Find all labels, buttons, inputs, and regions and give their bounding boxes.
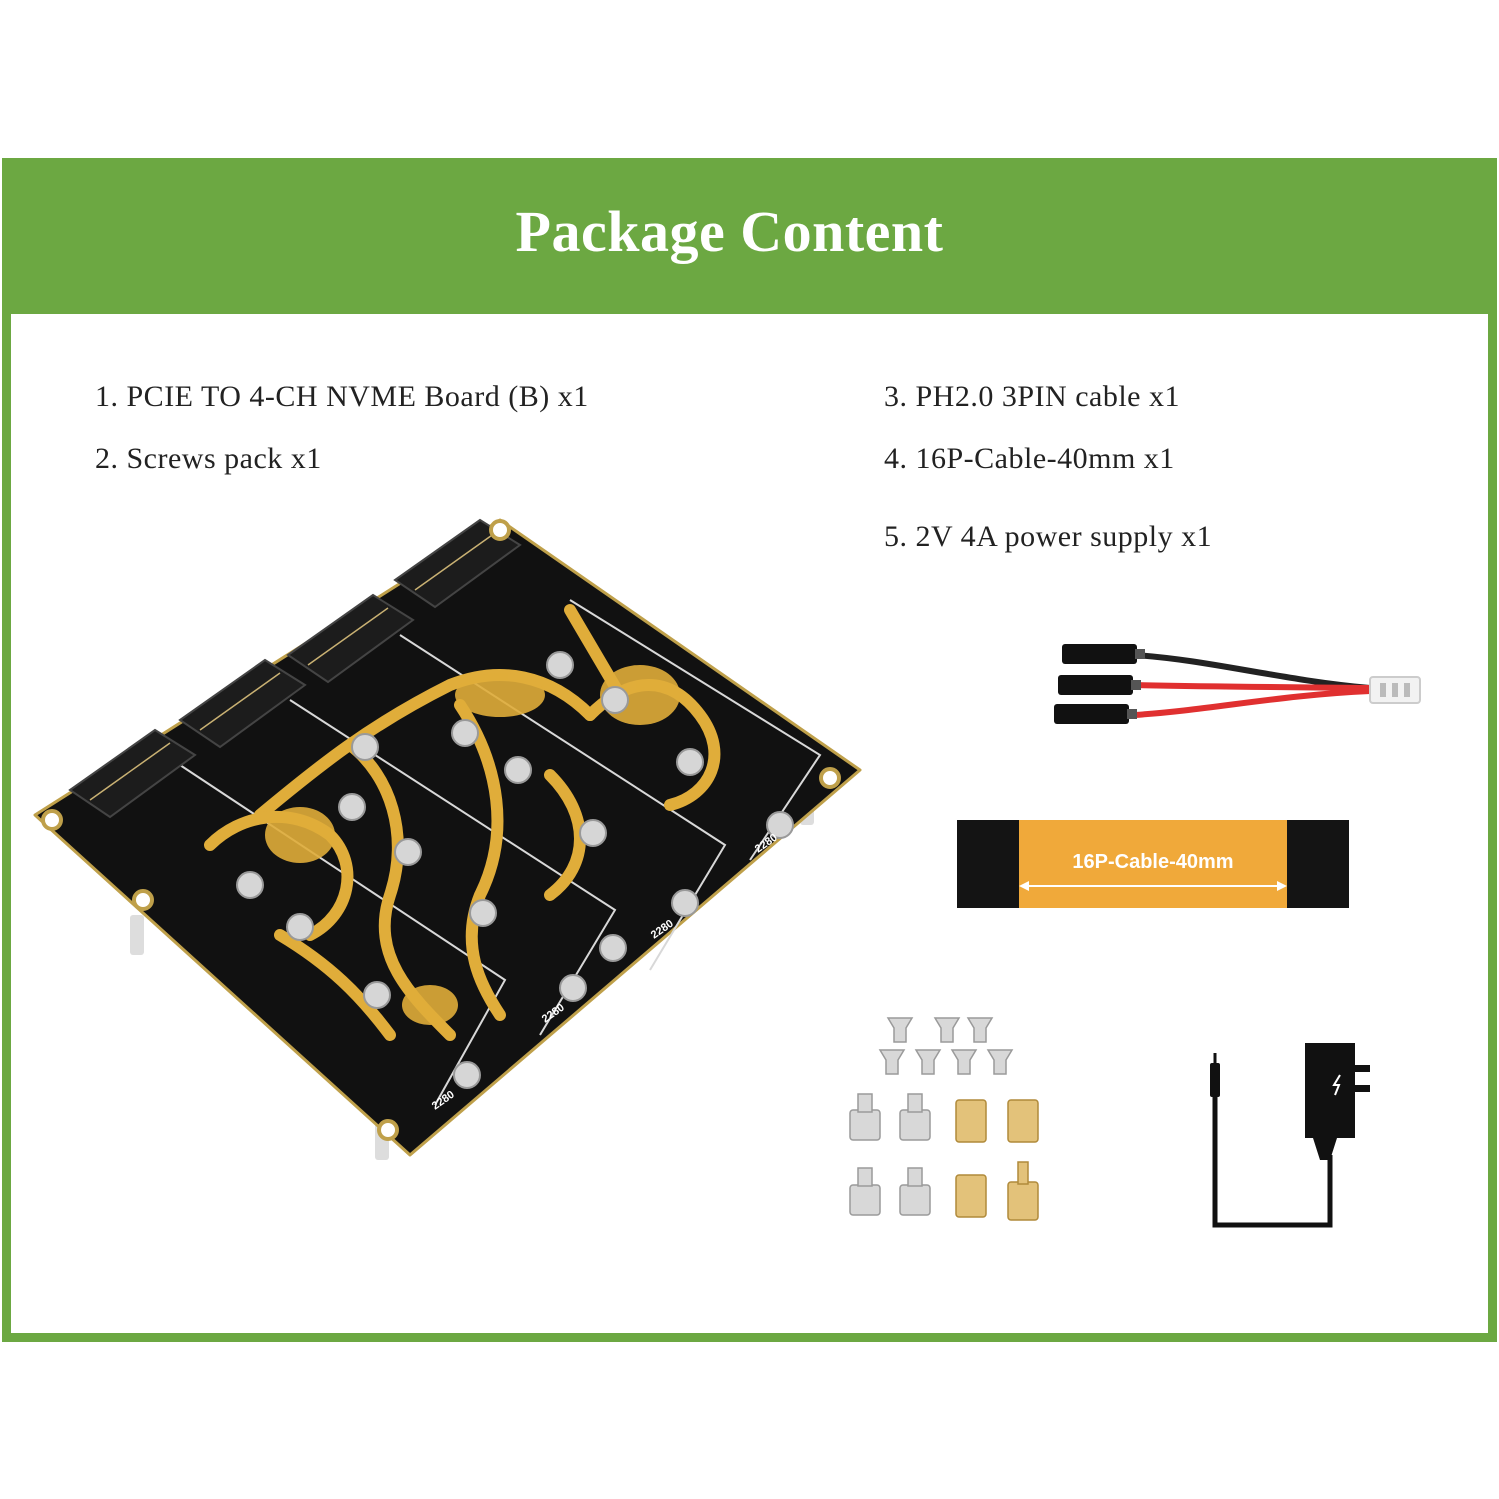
ph-cable-image: [1054, 644, 1421, 724]
power-supply-image: [1210, 1043, 1370, 1228]
header-banner: Package Content: [2, 158, 1497, 314]
item-flex-cable: 4. 16P-Cable-40mm x1: [884, 442, 1175, 475]
flex-cable-label: 16P-Cable-40mm: [1072, 851, 1233, 873]
item-power-supply: 5. 2V 4A power supply x1: [884, 520, 1213, 553]
item-screws: 2. Screws pack x1: [95, 442, 322, 475]
nvme-board-image: 2280 2280 2280 2280: [33, 518, 862, 1160]
screws-pack-image: [849, 1017, 1039, 1221]
page-title: Package Content: [515, 198, 944, 264]
flex-cable-image: 16P-Cable-40mm: [957, 820, 1349, 908]
item-ph-cable: 3. PH2.0 3PIN cable x1: [884, 380, 1180, 413]
item-board: 1. PCIE TO 4-CH NVME Board (B) x1: [95, 380, 589, 413]
